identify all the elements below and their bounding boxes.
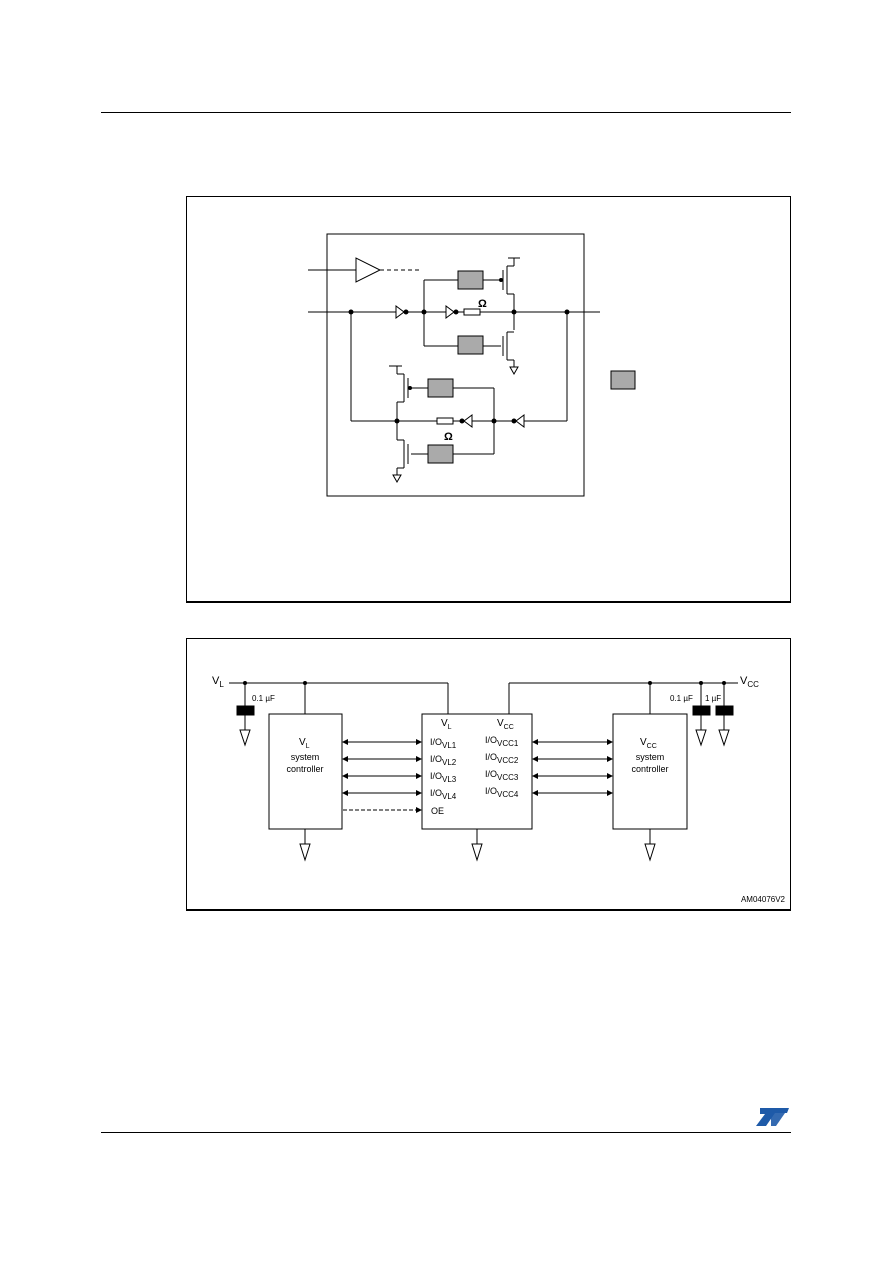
chip-pin-io-vcc3: I/OVCC3 xyxy=(485,769,519,782)
cap-left-label: 0.1 µF xyxy=(252,694,275,703)
ground-vcc-controller xyxy=(644,843,656,862)
chip-pin-io-vcc4: I/OVCC4 xyxy=(485,786,519,799)
vcc-controller-title: VCC xyxy=(640,737,657,750)
ground-chip xyxy=(471,843,483,862)
vcc-controller-line2: system xyxy=(636,752,665,762)
ground-cap-left xyxy=(239,729,251,747)
figure-2-frame xyxy=(186,638,791,911)
logic-block-2 xyxy=(457,335,484,355)
ohm-label-bottom: Ω xyxy=(444,431,453,443)
vcc-rail-label: VCC xyxy=(740,675,759,689)
figure-code: AM04076V2 xyxy=(741,895,786,904)
chip-pin-oe: OE xyxy=(431,806,444,816)
ground-symbol-1 xyxy=(509,366,519,376)
buffer-triangle xyxy=(355,257,382,283)
chip-pin-io-vcc1: I/OVCC1 xyxy=(485,735,519,748)
ground-vl-controller xyxy=(299,843,311,862)
chip-pin-io-vl3: I/OVL3 xyxy=(430,771,457,784)
vl-controller-line2: system xyxy=(291,752,320,762)
footer-rule xyxy=(101,1132,791,1133)
legend-block xyxy=(610,370,636,390)
device-outline xyxy=(326,233,585,497)
header-rule xyxy=(101,112,791,113)
chip-pin-io-vcc2: I/OVCC2 xyxy=(485,752,519,765)
ground-cap-right-2 xyxy=(718,729,730,747)
cap-right-1-label: 0.1 µF xyxy=(670,694,693,703)
chip-pin-io-vl4: I/OVL4 xyxy=(430,788,457,801)
ground-cap-right-1 xyxy=(695,729,707,747)
chip-pin-io-vl2: I/OVL2 xyxy=(430,754,457,767)
vl-controller-line3: controller xyxy=(286,764,323,774)
inverter-1 xyxy=(395,305,405,319)
vl-rail-label: VL xyxy=(212,675,224,689)
inverter-3 xyxy=(515,414,525,428)
inverter-4 xyxy=(463,414,473,428)
resistor-bottom xyxy=(436,417,454,425)
vl-controller-title: VL xyxy=(299,737,310,750)
figure-1-frame xyxy=(186,196,791,603)
chip-vcc-pin: VCC xyxy=(497,718,514,731)
vcc-controller-line3: controller xyxy=(631,764,668,774)
ohm-label-top: Ω xyxy=(478,298,487,310)
inverter-2 xyxy=(445,305,455,319)
chip-vl-pin: VL xyxy=(441,718,452,731)
chip-pin-io-vl1: I/OVL1 xyxy=(430,737,457,750)
ground-symbol-2 xyxy=(392,474,402,484)
cap-right-2-label: 1 µF xyxy=(705,694,721,703)
